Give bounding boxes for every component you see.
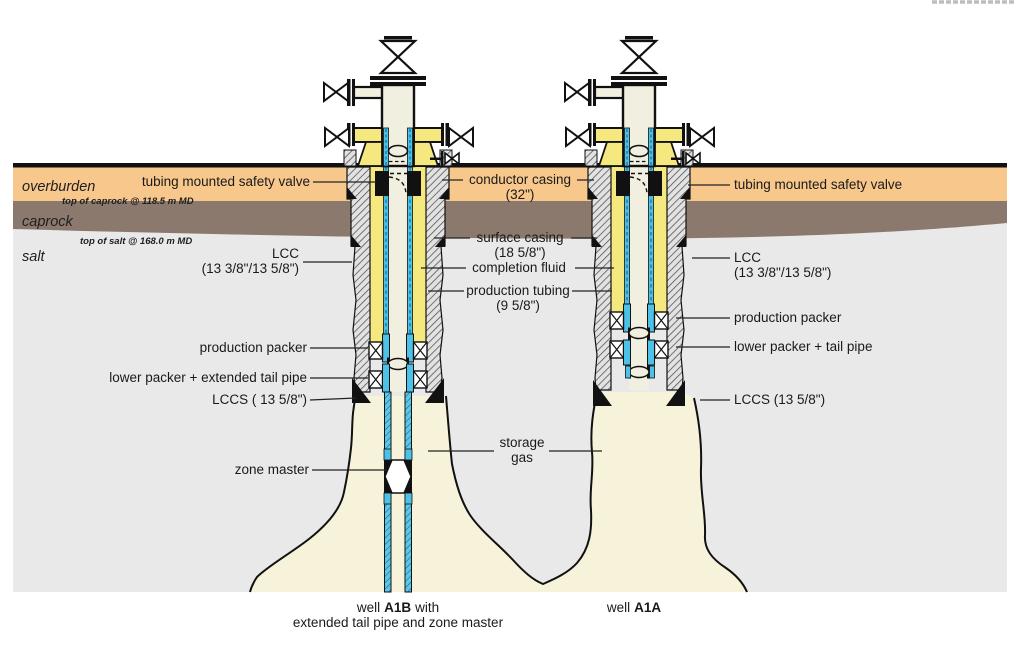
label-lcc-left: LCC bbox=[272, 246, 299, 261]
label-tubing-safety-valve-right: tubing mounted safety valve bbox=[734, 177, 902, 192]
label-surface-size: (18 5/8") bbox=[494, 245, 545, 260]
overburden-layer bbox=[13, 167, 1007, 204]
label-production-tubing: production tubing bbox=[466, 283, 570, 298]
packer-assembly-a1b bbox=[368, 333, 428, 393]
storage-gas-cavern bbox=[249, 391, 748, 593]
casing-shoe bbox=[352, 378, 371, 403]
caption-word: well bbox=[356, 600, 380, 615]
caption-word: with bbox=[414, 600, 439, 615]
zone-master-valve bbox=[383, 448, 413, 505]
label-production-packer-right: production packer bbox=[734, 310, 842, 325]
label-lower-packer-right: lower packer + tail pipe bbox=[734, 339, 872, 354]
top-of-caprock-note: top of caprock @ 118.5 m MD bbox=[62, 196, 194, 207]
label-lcc-size-left: (13 3/8"/13 5/8") bbox=[202, 261, 299, 276]
caption-word: well bbox=[606, 600, 630, 615]
label-conductor-casing: conductor casing bbox=[469, 172, 571, 187]
casing-shoe bbox=[666, 380, 685, 406]
label-lccs-left: LCCS ( 13 5/8") bbox=[212, 392, 307, 407]
surface-line bbox=[13, 163, 1007, 168]
casing-shoe bbox=[425, 378, 444, 403]
geology-layers bbox=[13, 163, 1007, 592]
right-annotation-column: tubing mounted safety valve LCC (13 3/8"… bbox=[734, 177, 902, 407]
well-a1a-name: A1A bbox=[634, 600, 661, 615]
tubing-safety-valve-a1b bbox=[375, 171, 421, 196]
overburden-label: overburden bbox=[22, 179, 95, 195]
wellhead-a1b bbox=[322, 34, 475, 168]
label-lower-packer-left: lower packer + extended tail pipe bbox=[109, 370, 307, 385]
label-production-packer-left: production packer bbox=[200, 340, 308, 355]
wellhead-a1a bbox=[563, 34, 716, 168]
left-annotation-column: tubing mounted safety valve LCC (13 3/8"… bbox=[109, 174, 310, 477]
label-lccs-right: LCCS (13 5/8") bbox=[734, 392, 825, 407]
well-a1a-schematic bbox=[563, 34, 716, 406]
label-lcc-size-right: (13 3/8"/13 5/8") bbox=[734, 265, 831, 280]
caprock-label: caprock bbox=[22, 214, 74, 230]
caprock-layer bbox=[13, 201, 1007, 239]
label-storage-gas-line2: gas bbox=[511, 450, 533, 465]
leader-lines bbox=[303, 179, 730, 471]
salt-layer bbox=[13, 200, 1007, 592]
tubing-safety-valve-a1a bbox=[616, 171, 662, 196]
label-completion-fluid: completion fluid bbox=[472, 260, 566, 275]
geology-labels: overburden top of caprock @ 118.5 m MD c… bbox=[22, 179, 194, 265]
casing-shoe bbox=[593, 380, 612, 406]
caption-well-a1b-line2: extended tail pipe and zone master bbox=[293, 615, 504, 630]
label-surface-casing: surface casing bbox=[476, 230, 563, 245]
label-conductor-size: (32") bbox=[506, 187, 535, 202]
label-tubing-safety-valve-left: tubing mounted safety valve bbox=[142, 174, 310, 189]
label-tubing-size: (9 5/8") bbox=[496, 298, 540, 313]
label-zone-master: zone master bbox=[235, 462, 310, 477]
salt-label: salt bbox=[22, 249, 46, 265]
caption-well-a1a: well A1A bbox=[606, 600, 662, 615]
well-a1b-schematic bbox=[322, 34, 475, 593]
packer-assembly-a1a bbox=[609, 303, 669, 379]
top-of-salt-note: top of salt @ 168.0 m MD bbox=[80, 236, 192, 247]
well-a1b-name: A1B bbox=[384, 600, 411, 615]
center-annotation-column: conductor casing (32") surface casing (1… bbox=[466, 172, 571, 465]
label-lcc-right: LCC bbox=[734, 250, 761, 265]
label-storage-gas-line1: storage bbox=[499, 435, 544, 450]
